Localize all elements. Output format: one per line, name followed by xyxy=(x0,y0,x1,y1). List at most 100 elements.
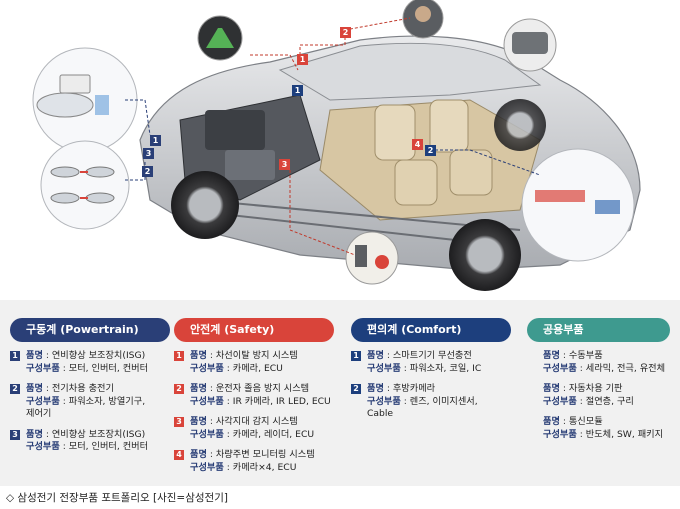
callout-tag-powertrain-1: 1 xyxy=(150,135,161,146)
item-name: 사각지대 감지 시스템 xyxy=(215,416,298,427)
car-interior xyxy=(319,99,541,221)
item-number-badge: 3 xyxy=(174,417,184,427)
car-cutaway-illustration: 1 2 3 1 2 3 4 1 2 xyxy=(32,0,641,291)
item-parts-line: 구성부품 : 모터, 인버터, 컨버터 xyxy=(26,441,149,452)
item-name-label: 품명 xyxy=(26,383,43,394)
item-parts-line: 구성부품 : 절연층, 구리 xyxy=(543,395,634,407)
photo-caption: ◇ 삼성전기 전장부품 포트폴리오 [사진=삼성전기] xyxy=(6,492,228,504)
item-parts: 절연층, 구리 xyxy=(585,395,634,407)
item-parts-label: 구성부품 xyxy=(543,428,577,440)
item-parts-label: 구성부품 xyxy=(367,395,401,407)
item-number-badge: 2 xyxy=(10,384,20,394)
item-parts: 카메라, ECU xyxy=(232,362,283,374)
callout-line-driver xyxy=(299,17,411,60)
item-parts-label: 구성부품 xyxy=(190,362,224,374)
callout-tag-powertrain-3: 3 xyxy=(143,148,154,159)
item-parts: 세라믹, 전극, 유전체 xyxy=(585,362,666,374)
item-name-label: 품명 xyxy=(543,383,560,394)
item-name-line: 품명 : 자동차용 기판 xyxy=(543,383,623,394)
inset-bubble-rear-camera xyxy=(503,18,557,72)
item-name: 자동차용 기판 xyxy=(568,383,623,394)
item-name-line: 품명 : 후방카메라 xyxy=(367,383,436,394)
rear-right-wheel xyxy=(494,99,546,151)
item-parts-label: 구성부품 xyxy=(543,362,577,374)
item-number-badge: 1 xyxy=(351,351,361,361)
column-header-common: 공용부품 xyxy=(527,318,670,342)
item-parts-line: 구성부품 : IR 카메라, IR LED, ECU xyxy=(190,395,331,407)
callout-tag-comfort-1: 1 xyxy=(292,85,303,96)
column-header-comfort: 편의계 (Comfort) xyxy=(351,318,511,342)
car-cutaway-svg xyxy=(32,0,641,291)
item-parts: IR 카메라, IR LED, ECU xyxy=(232,395,331,407)
item-name-label: 품명 xyxy=(367,383,384,394)
inset-bubble-lane-camera xyxy=(197,15,243,61)
item-parts: 렌즈, 이미지센서, Cable xyxy=(367,395,478,420)
item-number-badge: 2 xyxy=(351,384,361,394)
item-number-badge: 1 xyxy=(10,351,20,361)
item-name-line: 품명 : 연비향상 보조장치(ISG) xyxy=(26,428,146,440)
item-parts-label: 구성부품 xyxy=(26,362,60,374)
item-parts-label: 구성부품 xyxy=(367,362,401,374)
item-parts-line: 구성부품 : 카메라×4, ECU xyxy=(190,461,297,473)
item-parts-line: 구성부품 : 세라믹, 전극, 유전체 xyxy=(543,362,666,374)
item-parts-line: 구성부품 : 렌즈, 이미지센서, Cable xyxy=(367,395,478,420)
callout-tag-safety-2: 2 xyxy=(340,27,351,38)
callout-tag-safety-3: 3 xyxy=(279,159,290,170)
item-name: 통신모듈 xyxy=(568,416,603,427)
item-name-label: 품명 xyxy=(190,416,207,427)
item-name-line: 품명 : 차량주변 모니터링 시스템 xyxy=(190,449,315,460)
item-parts-line: 구성부품 : 파워소자, 방열기구, 제어기 xyxy=(26,395,146,420)
item-parts-line: 구성부품 : 반도체, SW, 패키지 xyxy=(543,428,664,440)
item-name: 후방카메라 xyxy=(392,383,436,394)
item-name-line: 품명 : 연비향상 보조장치(ISG) xyxy=(26,350,146,361)
item-parts-label: 구성부품 xyxy=(543,395,577,407)
item-name-line: 품명 : 스마트기기 무선충전 xyxy=(367,350,472,361)
item-parts-label: 구성부품 xyxy=(190,461,224,473)
item-parts: 파워소자, 코일, IC xyxy=(409,362,482,374)
callout-line-charger xyxy=(125,99,151,136)
item-name-label: 품명 xyxy=(190,449,207,460)
item-name: 전기차용 충전기 xyxy=(51,383,114,394)
item-parts-line: 구성부품 : 모터, 인버터, 컨버터 xyxy=(26,362,149,374)
callout-tag-safety-4: 4 xyxy=(412,139,423,150)
item-parts-line: 구성부품 : 파워소자, 코일, IC xyxy=(367,362,482,374)
item-number-badge: 2 xyxy=(174,384,184,394)
item-name: 수동부품 xyxy=(568,350,603,361)
item-parts-label: 구성부품 xyxy=(26,395,60,407)
item-name-line: 품명 : 수동부품 xyxy=(543,350,603,361)
inset-bubble-powertrain-charger xyxy=(32,47,138,153)
item-name-label: 품명 xyxy=(190,383,207,394)
item-name-line: 품명 : 사각지대 감지 시스템 xyxy=(190,416,298,427)
item-number-badge: 1 xyxy=(174,351,184,361)
item-name: 연비향상 보조장치(ISG) xyxy=(51,428,146,440)
item-name-line: 품명 : 운전자 졸음 방지 시스템 xyxy=(190,383,310,394)
column-header-powertrain: 구동계 (Powertrain) xyxy=(10,318,170,342)
item-parts: 카메라, 레이더, ECU xyxy=(232,428,315,440)
item-parts: 카메라×4, ECU xyxy=(232,461,297,473)
item-parts-line: 구성부품 : 카메라, 레이더, ECU xyxy=(190,428,315,440)
rear-left-wheel xyxy=(449,219,521,291)
item-parts-label: 구성부품 xyxy=(190,428,224,440)
callout-tag-powertrain-2: 2 xyxy=(142,166,153,177)
item-name: 스마트기기 무선충전 xyxy=(392,350,472,361)
item-name: 차량주변 모니터링 시스템 xyxy=(215,449,315,460)
item-name-line: 품명 : 통신모듈 xyxy=(543,416,603,427)
item-name-label: 품명 xyxy=(26,350,43,361)
column-header-safety: 안전계 (Safety) xyxy=(174,318,334,342)
item-name: 차선이탈 방지 시스템 xyxy=(215,350,298,361)
inset-bubble-driver-monitor xyxy=(402,0,444,39)
inset-bubble-blind-spot xyxy=(345,231,399,285)
item-parts: 모터, 인버터, 컨버터 xyxy=(68,441,149,452)
